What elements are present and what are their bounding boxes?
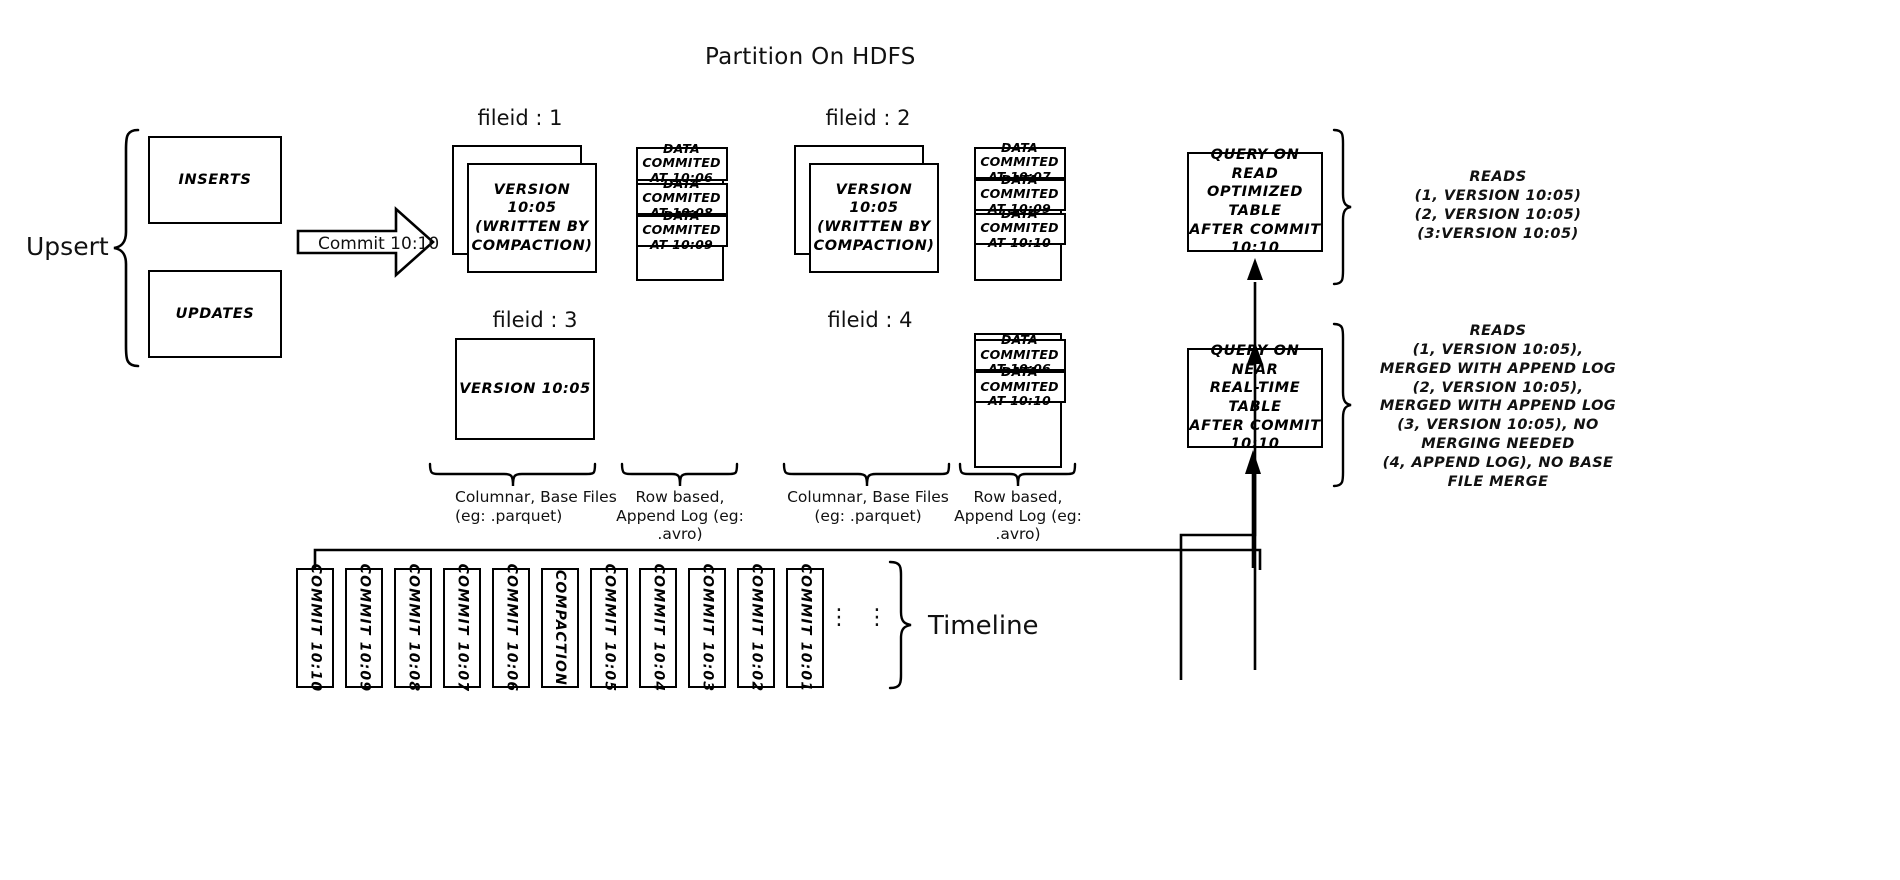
timeline-commit-box[interactable]: COMMIT 10:03 (688, 564, 726, 692)
base-file-text-3: VERSION 10:05 (459, 380, 591, 397)
brace-columnar-2 (782, 462, 951, 487)
brace-append-1 (620, 462, 739, 487)
log-entry: DATA COMMITED AT 10:09 (973, 172, 1066, 215)
timeline-commit-box[interactable]: COMMIT 10:04 (639, 564, 677, 692)
log-entry-text: DATA COMMITED AT 10:09 (642, 207, 721, 252)
timeline-commit-box[interactable]: COMMIT 10:06 (492, 564, 530, 692)
page-title: Partition On HDFS (705, 44, 916, 70)
timeline-row: COMMIT 10:10 COMMIT 10:09 COMMIT 10:08 COMM… (296, 564, 916, 692)
base-file-1: VERSION 10:05 (WRITTEN BY COMPACTION) (467, 163, 597, 273)
inserts-box: INSERTS (148, 136, 282, 224)
base-file-2: VERSION 10:05 (WRITTEN BY COMPACTION) (809, 163, 939, 273)
brace-reads-optimized (1332, 128, 1352, 286)
base-file-text-1: VERSION 10:05 (WRITTEN BY COMPACTION) (471, 181, 593, 254)
timeline-brace (888, 560, 912, 690)
log-entry: DATA COMMITED AT 10:10 (973, 365, 1066, 408)
caption-columnar-1: Columnar, Base Files (eg: .parquet) (455, 488, 617, 525)
fileid-label-1: fileid : 1 (477, 106, 563, 130)
brace-append-2 (958, 462, 1077, 487)
timeline-commit-label: COMMIT 10:06 (503, 563, 520, 693)
append-log-2: DATA COMMITED AT 10:07 DATA COMMITED AT … (973, 140, 1066, 281)
caption-columnar-2: Columnar, Base Files (eg: .parquet) (787, 488, 949, 525)
upsert-brace (113, 128, 140, 368)
reads-read-optimized-text: READS (1, VERSION 10:05) (2, VERSION 10:… (1414, 169, 1582, 243)
inserts-label: INSERTS (178, 171, 252, 188)
log-entry: DATA COMMITED AT 10:10 (973, 206, 1066, 249)
timeline-commit-label: COMMIT 10:07 (454, 563, 471, 693)
timeline-ellipsis-1: ⋮ (828, 605, 852, 630)
fileid-label-2: fileid : 2 (825, 106, 911, 130)
query-near-real-time-text: QUERY ON NEAR REAL-TIME TABLE AFTER COMM… (1189, 343, 1321, 453)
append-log-4: DATA COMMITED AT 10:06 DATA COMMITED AT … (973, 333, 1066, 468)
timeline-commit-label: COMMIT 10:05 (601, 563, 618, 693)
log-entry: DATA COMMITED AT 10:06 (635, 141, 728, 184)
log-entry-text: DATA COMMITED AT 10:09 (980, 171, 1059, 216)
query-read-optimized-text: QUERY ON READ OPTIMIZED TABLE AFTER COMM… (1189, 147, 1321, 257)
timeline-commit-box[interactable]: COMMIT 10:05 (590, 564, 628, 692)
timeline-commit-label: COMMIT 10:01 (797, 563, 814, 693)
brace-columnar-1 (428, 462, 597, 487)
timeline-commit-box[interactable]: COMPACTION (541, 568, 579, 688)
timeline-commit-label: COMPACTION (552, 569, 569, 687)
log-entry-text: DATA COMMITED AT 10:10 (980, 205, 1059, 250)
append-log-1: DATA COMMITED AT 10:06 DATA COMMITED AT … (635, 141, 728, 281)
caption-append-2: Row based, Append Log (eg: .avro) (954, 488, 1082, 544)
log-entry-text: DATA COMMITED AT 10:08 (642, 175, 721, 220)
log-entry: DATA COMMITED AT 10:09 (635, 208, 728, 251)
timeline-commit-box[interactable]: COMMIT 10:01 (786, 564, 824, 692)
caption-append-1: Row based, Append Log (eg: .avro) (616, 488, 744, 544)
timeline-to-queries-connector (1179, 258, 1263, 680)
log-entry: DATA COMMITED AT 10:08 (635, 176, 728, 219)
timeline-commit-box[interactable]: COMMIT 10:07 (443, 564, 481, 692)
base-file-3: VERSION 10:05 (455, 338, 595, 440)
fileid-label-4: fileid : 4 (827, 308, 913, 332)
log-entry-text: DATA COMMITED AT 10:06 (642, 140, 721, 185)
log-entry-text: DATA COMMITED AT 10:10 (980, 364, 1059, 409)
timeline-commit-label: COMMIT 10:02 (748, 563, 765, 693)
query-read-optimized-box[interactable]: QUERY ON READ OPTIMIZED TABLE AFTER COMM… (1187, 147, 1323, 256)
reads-near-real-time-text: READS (1, VERSION 10:05), MERGED WITH AP… (1379, 323, 1617, 490)
upsert-label: Upsert (26, 232, 109, 261)
timeline-ellipsis-2: ⋮ (866, 605, 890, 630)
brace-reads-near-real-time (1332, 322, 1352, 488)
commit-arrow (296, 206, 435, 278)
timeline-commit-label: COMMIT 10:08 (405, 563, 422, 693)
base-file-text-2: VERSION 10:05 (WRITTEN BY COMPACTION) (813, 181, 935, 254)
timeline-commit-label: COMMIT 10:04 (650, 563, 667, 693)
near-real-time-arrow (1245, 450, 1261, 568)
timeline-commit-label: COMMIT 10:10 (307, 563, 324, 693)
log-entry-text: DATA COMMITED AT 10:07 (980, 139, 1059, 184)
timeline-commit-box[interactable]: COMMIT 10:09 (345, 564, 383, 692)
updates-box: UPDATES (148, 270, 282, 358)
log-entry-text: DATA COMMITED AT 10:06 (980, 332, 1059, 377)
timeline-commit-label: COMMIT 10:09 (356, 563, 373, 693)
fileid-label-3: fileid : 3 (492, 308, 578, 332)
timeline-label: Timeline (928, 611, 1039, 641)
timeline-commit-box[interactable]: COMMIT 10:02 (737, 564, 775, 692)
timeline-commit-box[interactable]: COMMIT 10:08 (394, 564, 432, 692)
commit-arrow-label: Commit 10:10 (318, 234, 440, 254)
log-entry: DATA COMMITED AT 10:07 (973, 140, 1066, 183)
log-entry: DATA COMMITED AT 10:06 (973, 333, 1066, 376)
updates-label: UPDATES (175, 305, 255, 322)
timeline-commit-box[interactable]: COMMIT 10:10 (296, 564, 334, 692)
timeline-commit-label: COMMIT 10:03 (699, 563, 716, 693)
